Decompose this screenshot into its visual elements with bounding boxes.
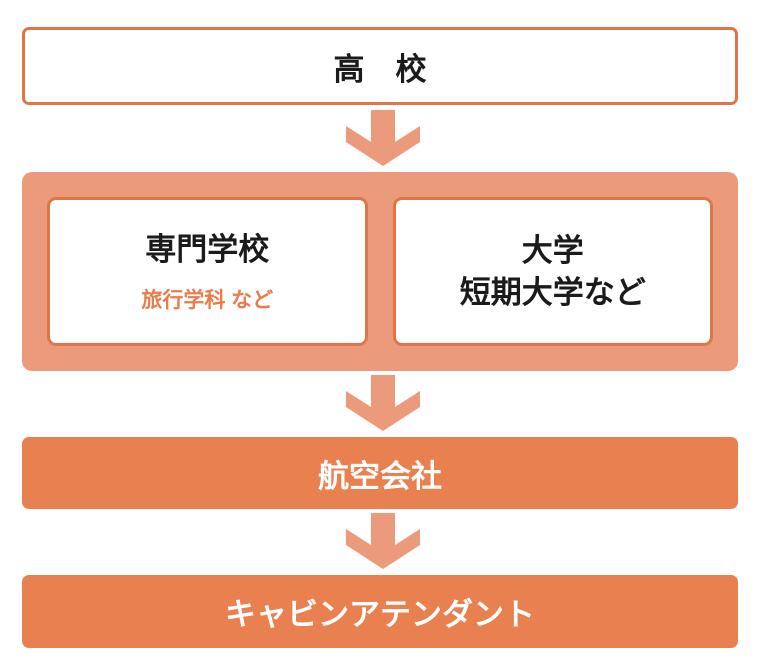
- university-title-line1: 大学: [521, 232, 584, 268]
- airline-company-label: 航空会社: [318, 458, 442, 494]
- university-title-line2: 短期大学など: [459, 274, 646, 310]
- down-arrow-icon: [346, 513, 420, 569]
- university-card: 大学 短期大学など: [392, 197, 713, 346]
- high-school-box: 高 校: [22, 27, 738, 105]
- cabin-attendant-label: キャビンアテンダント: [225, 597, 535, 632]
- down-arrow-icon: [346, 110, 420, 166]
- vocational-school-card: 専門学校 旅行学科 など: [47, 197, 368, 346]
- cabin-attendant-box: キャビンアテンダント: [22, 575, 738, 648]
- down-arrow-icon: [346, 375, 420, 431]
- airline-company-box: 航空会社: [22, 437, 738, 509]
- vocational-school-note: 旅行学科 など: [141, 289, 274, 313]
- education-options-group: 専門学校 旅行学科 など 大学 短期大学など: [22, 172, 738, 371]
- vocational-school-title: 専門学校: [145, 231, 270, 267]
- high-school-label: 高 校: [333, 51, 427, 87]
